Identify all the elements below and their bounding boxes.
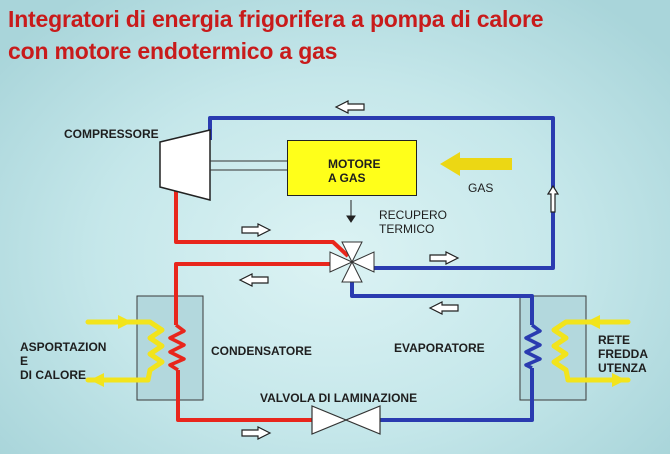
expansion-valve-icon [311, 405, 381, 435]
condenser-box [136, 295, 204, 401]
flow-arrow-left-red-icon [238, 273, 269, 287]
cold-network-label: RETE FREDDA UTENZA [598, 333, 648, 375]
title-line-1: Integratori di energia frigorifera a pom… [8, 6, 544, 32]
flow-arrow-up-right-icon [546, 184, 560, 213]
evaporator-label: EVAPORATORE [394, 341, 485, 355]
flow-arrow-right-blue-icon [429, 251, 460, 265]
heat-removal-water-loop [85, 319, 165, 383]
gas-supply-arrow-icon [440, 152, 512, 176]
water-outlet-arrow-icon [90, 373, 104, 387]
heat-recovery-label: RECUPERO TERMICO [379, 208, 448, 236]
cold-refrigerant-line [208, 116, 555, 422]
heat-removal-label: ASPORTAZION E DI CALORE [20, 340, 107, 382]
condenser-label: CONDENSATORE [211, 344, 312, 358]
condenser-coil [168, 323, 186, 372]
cold-network-water-loop [551, 319, 631, 383]
hot-refrigerant-line [174, 182, 350, 422]
compressor-label: COMPRESSORE [64, 127, 159, 141]
title-line-2: con motore endotermico a gas [8, 38, 338, 64]
water-inlet-arrow-icon [118, 315, 132, 329]
flow-arrow-right-red-icon [241, 223, 272, 237]
heat-recovery-arrow-icon [346, 200, 356, 223]
evaporator-coil [524, 323, 542, 370]
flow-arrow-left-blue-icon [428, 301, 459, 315]
gas-engine-box: MOTORE A GAS [287, 140, 417, 196]
compressor-icon [159, 129, 211, 201]
flow-arrow-right-bottom-icon [241, 426, 272, 440]
gas-engine-label: MOTORE A GAS [328, 157, 381, 185]
flow-arrow-left-top-icon [334, 100, 365, 114]
four-way-valve-icon [329, 241, 375, 283]
cold-water-outlet-arrow-icon [612, 373, 626, 387]
cold-water-inlet-arrow-icon [586, 315, 600, 329]
expansion-valve-label: VALVOLA DI LAMINAZIONE [260, 391, 418, 405]
gas-label: GAS [468, 181, 494, 195]
